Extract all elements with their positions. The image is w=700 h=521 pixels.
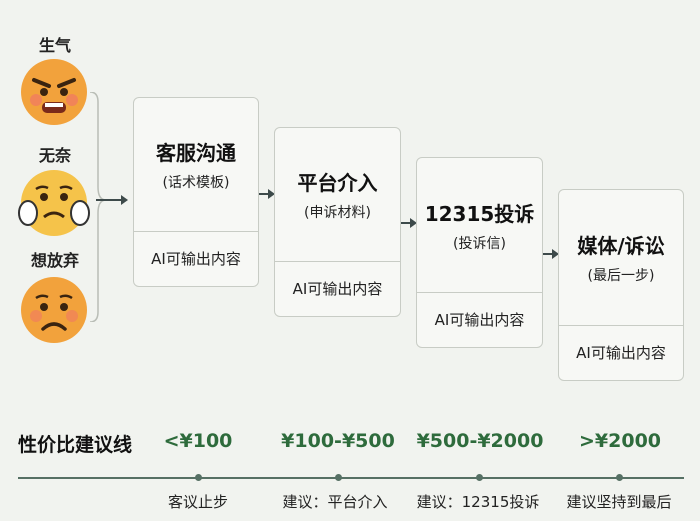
step-ai-note: AI可输出内容	[434, 310, 525, 329]
price-range-4: >¥2000	[578, 430, 662, 452]
helpless-face-icon	[18, 170, 90, 236]
value-axis-dot	[335, 474, 342, 481]
step-title: 媒体/诉讼	[577, 234, 665, 258]
emotion-label-giveup: 想放弃	[30, 251, 79, 270]
step-title: 12315投诉	[424, 201, 535, 226]
step-card-12315: 12315投诉 (投诉信) AI可输出内容	[416, 157, 543, 348]
step-ai-note: AI可输出内容	[576, 343, 666, 362]
step-subtitle: (投诉信)	[453, 235, 506, 252]
value-axis-line	[18, 477, 684, 479]
value-axis-dot	[476, 474, 483, 481]
arrow-to-step-4	[543, 249, 559, 259]
step-subtitle: (话术模板)	[162, 175, 230, 191]
suggestion-3: 建议：12315投诉	[416, 493, 540, 511]
emotion-label-angry: 生气	[38, 36, 71, 55]
step-card-platform: 平台介入 (申诉材料) AI可输出内容	[274, 127, 401, 317]
step-subtitle: (最后一步)	[587, 268, 655, 284]
suggestion-1: 客议止步	[167, 493, 228, 511]
sad-face-icon	[21, 277, 87, 343]
arrow-to-step-1	[96, 195, 128, 205]
step-title: 平台介入	[297, 171, 378, 195]
emotion-bracket	[89, 92, 107, 322]
suggestion-2: 建议：平台介入	[282, 493, 388, 511]
price-range-2: ¥100-¥500	[281, 430, 395, 452]
step-ai-note: AI可输出内容	[292, 279, 383, 298]
emotion-label-helpless: 无奈	[38, 146, 71, 165]
value-axis-dot	[195, 474, 202, 481]
arrow-to-step-2	[259, 189, 275, 199]
step-card-media-lawsuit: 媒体/诉讼 (最后一步) AI可输出内容	[558, 189, 684, 381]
step-card-customer-service: 客服沟通 (话术模板) AI可输出内容	[133, 97, 259, 287]
price-range-3: ¥500-¥2000	[416, 430, 544, 452]
step-ai-note: AI可输出内容	[151, 249, 241, 268]
arrow-to-step-3	[401, 218, 417, 228]
suggestion-4: 建议坚持到最后	[566, 493, 672, 511]
step-subtitle: (申诉材料)	[304, 205, 371, 221]
step-title: 客服沟通	[156, 141, 236, 165]
price-range-1: <¥100	[163, 430, 233, 452]
angry-face-icon	[21, 59, 87, 125]
value-line-title: 性价比建议线	[18, 434, 133, 456]
value-axis-dot	[616, 474, 623, 481]
